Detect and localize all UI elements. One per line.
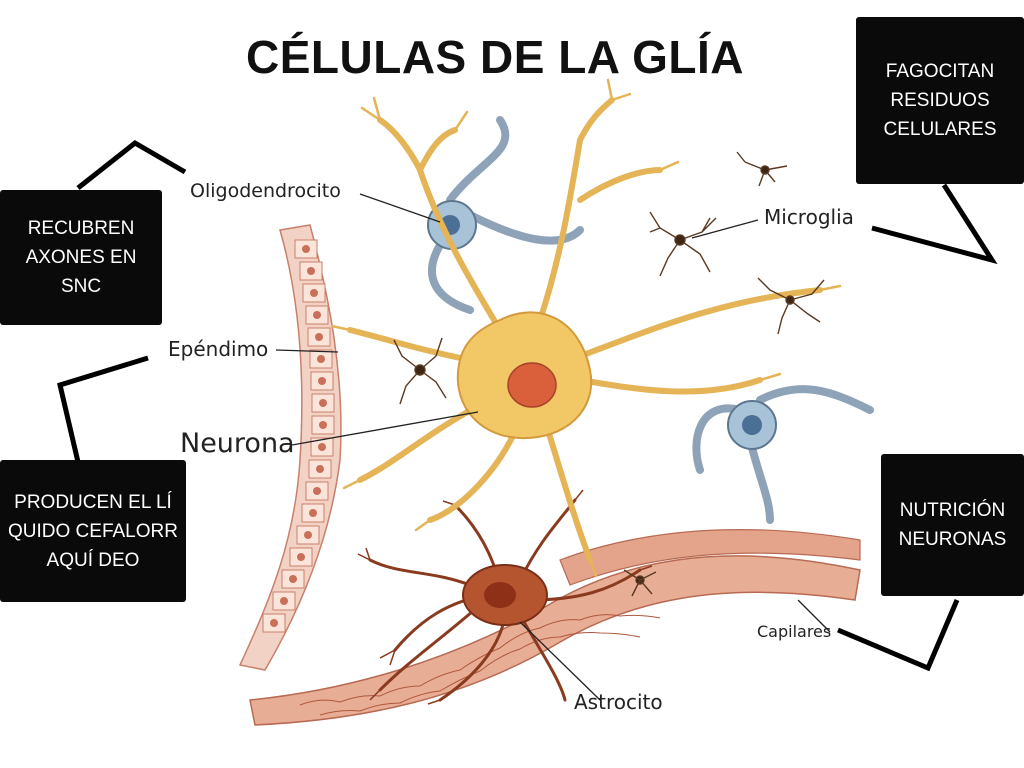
page-title: CÉLULAS DE LA GLÍA <box>246 31 744 83</box>
box-connector-lines <box>57 139 998 672</box>
microglia-cells <box>393 151 825 597</box>
ependymal-layer <box>238 224 342 671</box>
box-producen-text: PRODUCEN EL LÍQUIDO CEFALORRAQUÍ DEO <box>8 491 178 571</box>
box-fagocitan: FAGOCITAN RESIDUOS CELULARES <box>856 17 1024 184</box>
label-oligodendrocito: Oligodendrocito <box>190 180 341 202</box>
capillaries <box>249 529 861 726</box>
label-leader-lines <box>275 193 831 701</box>
label-neurona: Neurona <box>180 428 295 459</box>
neuron-cell <box>330 78 842 578</box>
box-recubren: RECUBREN AXONES EN SNC <box>0 190 162 325</box>
box-recubren-text: RECUBREN AXONES EN SNC <box>25 218 137 297</box>
box-fagocitan-text: FAGOCITAN RESIDUOS CELULARES <box>883 61 997 140</box>
label-astrocito: Astrocito <box>574 690 663 714</box>
box-producen: PRODUCEN EL LÍQUIDO CEFALORRAQUÍ DEO <box>0 460 186 602</box>
box-nutricion: NUTRICIÓN NEURONAS <box>881 454 1024 596</box>
glial-cell-blue <box>692 385 874 524</box>
label-capilares: Capilares <box>757 622 832 641</box>
label-ependimo: Epéndimo <box>168 337 269 361</box>
oligodendrocyte-cell <box>427 116 584 314</box>
label-microglia: Microglia <box>764 205 854 229</box>
box-nutricion-text: NUTRICIÓN NEURONAS <box>898 500 1007 550</box>
